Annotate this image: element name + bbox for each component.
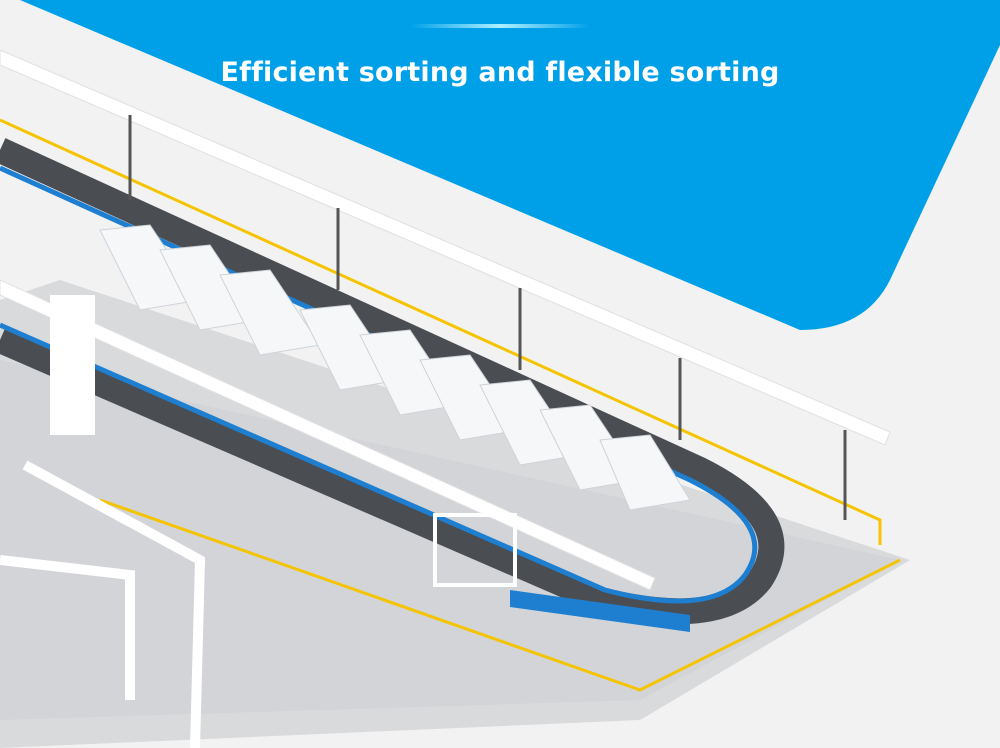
- white-frame: [0, 295, 206, 748]
- ceiling-beam: [0, 49, 891, 446]
- title-glow-line: [410, 24, 590, 28]
- sorting-chutes: [99, 224, 691, 511]
- page-title: Efficient sorting and flexible sorting: [220, 57, 780, 88]
- safety-railing: [0, 118, 901, 692]
- lamp-poles: [128, 115, 847, 520]
- blue-banner-shape: [20, 0, 1000, 330]
- conveyor-belt: [0, 138, 785, 625]
- chevron-strip: [510, 590, 690, 632]
